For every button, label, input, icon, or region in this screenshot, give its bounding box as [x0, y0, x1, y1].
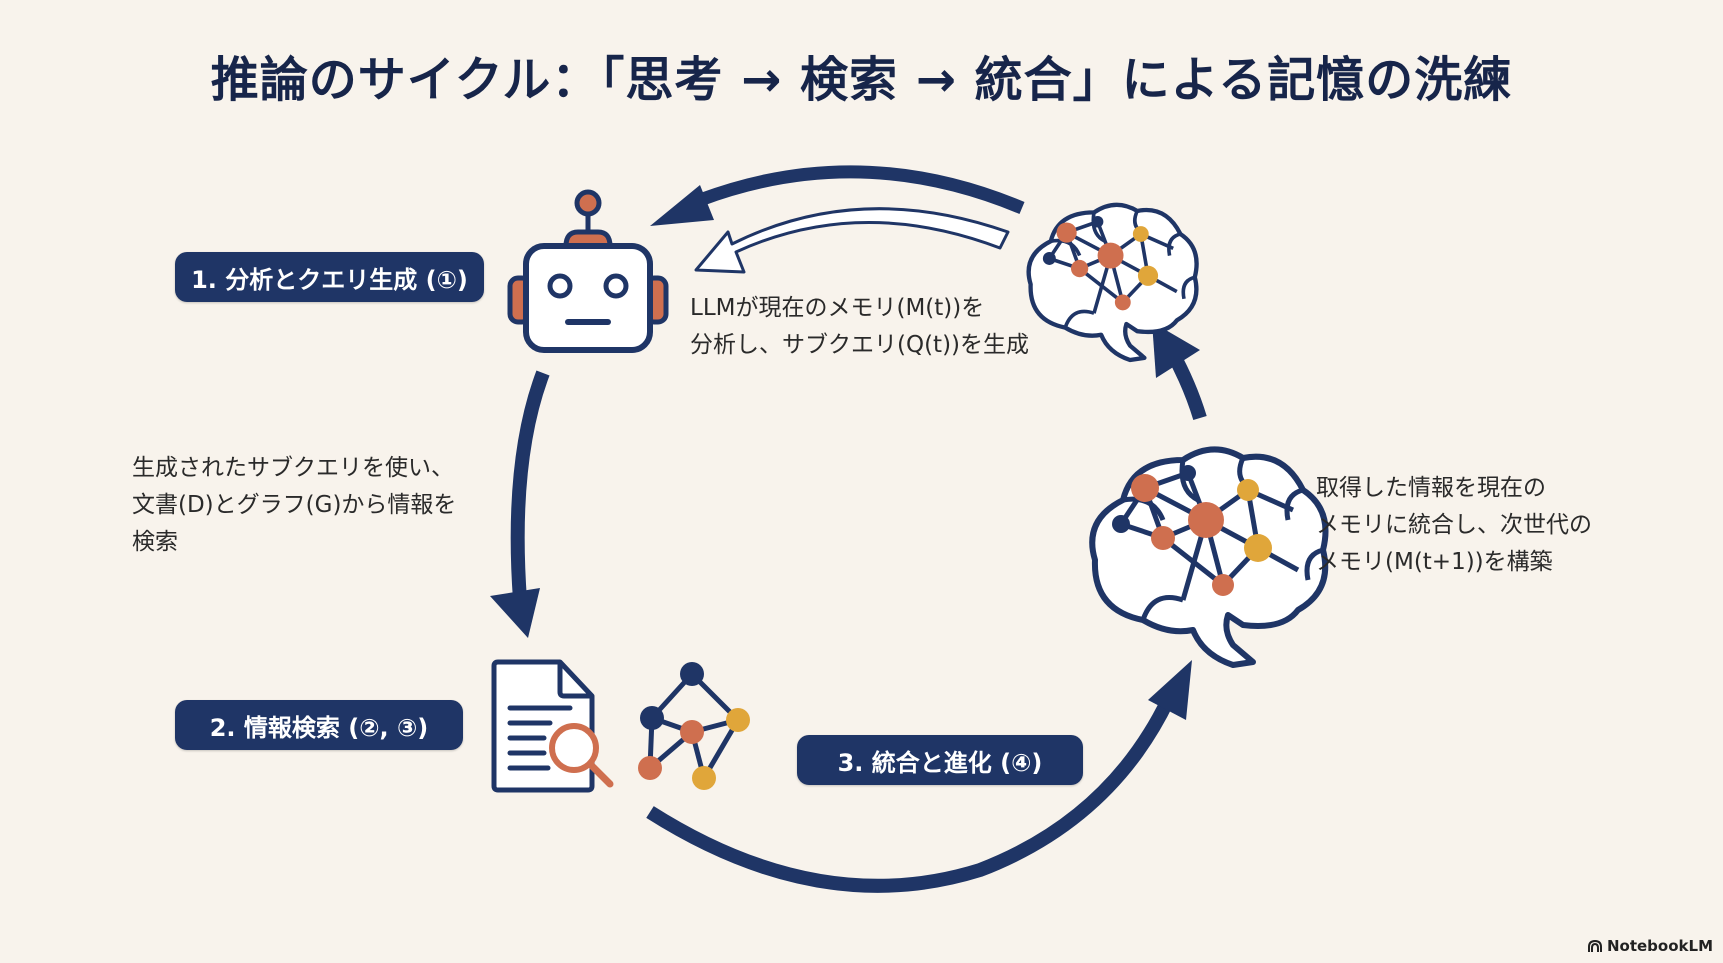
step-1-description: LLMが現在のメモリ(M(t))を 分析し、サブクエリ(Q(t))を生成: [690, 290, 1029, 364]
description-line: メモリに統合し、次世代の: [1316, 512, 1592, 538]
description-line: 分析し、サブクエリ(Q(t))を生成: [690, 332, 1030, 358]
arrow-memory-to-llm: [650, 165, 1025, 226]
description-line: 文書(D)とグラフ(G)から情報を: [132, 492, 457, 518]
description-line: 取得した情報を現在の: [1316, 475, 1546, 501]
notebooklm-logo-icon: [1587, 939, 1602, 952]
robot-icon: [507, 189, 669, 353]
arrow-llm-to-retrieval: [490, 370, 550, 638]
step-1-label: 1. 分析とクエリ生成 (①): [175, 252, 484, 302]
description-line: 検索: [132, 529, 178, 555]
brain-network-icon: [1089, 446, 1329, 668]
arrow-retrieval-to-integration: [646, 660, 1192, 893]
step-3-label: 3. 統合と進化 (④): [797, 735, 1083, 785]
step-2-label: 2. 情報検索 (②, ③): [175, 700, 463, 750]
arrow-outline-memory-to-llm: [694, 207, 1010, 274]
step-2-description: 生成されたサブクエリを使い、 文書(D)とグラフ(G)から情報を 検索: [132, 450, 456, 561]
description-line: LLMが現在のメモリ(M(t))を: [690, 295, 985, 321]
knowledge-graph-icon: [638, 662, 750, 790]
brand-name: NotebookLM: [1606, 937, 1713, 955]
arrow-integration-to-memory: [1152, 322, 1207, 421]
description-line: メモリ(M(t+1))を構築: [1316, 549, 1553, 575]
notebooklm-branding: NotebookLM: [1587, 937, 1713, 955]
step-3-description: 取得した情報を現在の メモリに統合し、次世代の メモリ(M(t+1))を構築: [1316, 470, 1592, 581]
document-search-icon: [491, 659, 614, 793]
description-line: 生成されたサブクエリを使い、: [132, 455, 454, 481]
page-title: 推論のサイクル：「思考 → 検索 → 統合」による記憶の洗練: [210, 52, 1513, 108]
